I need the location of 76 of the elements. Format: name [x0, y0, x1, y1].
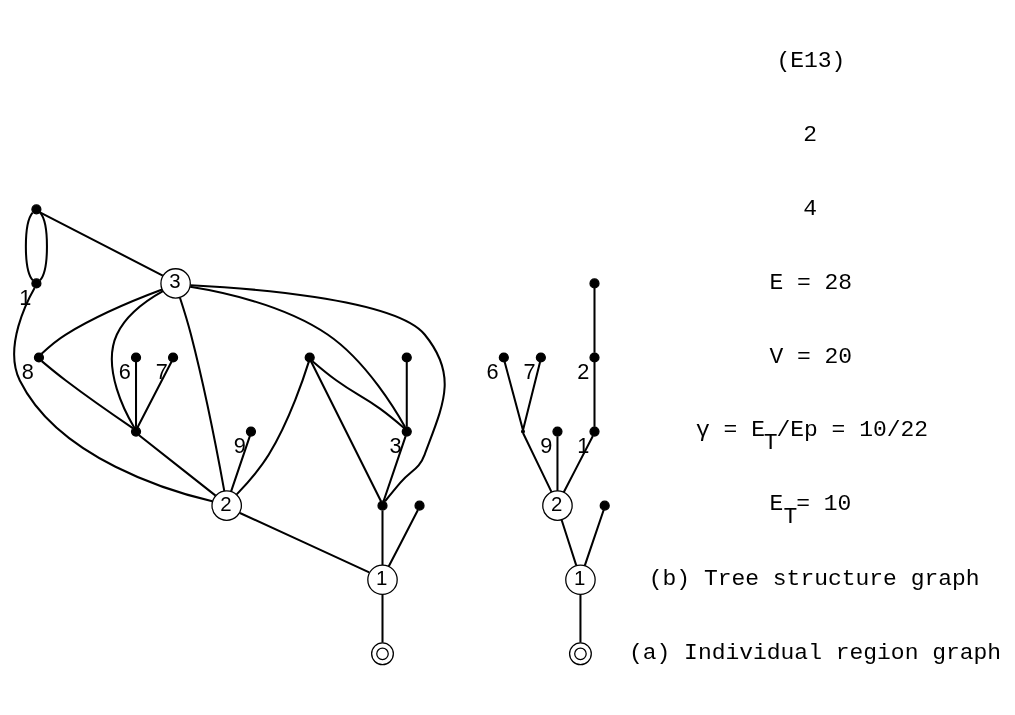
node-label: 6 — [486, 359, 499, 385]
connector — [235, 361, 310, 496]
connector — [387, 509, 419, 567]
node-dot — [551, 426, 563, 437]
node-dot — [498, 352, 509, 363]
connector — [405, 362, 408, 427]
node-dot — [130, 352, 141, 363]
node-dot — [588, 278, 600, 289]
connector — [382, 435, 407, 502]
connector — [521, 432, 552, 493]
node-point — [520, 429, 525, 434]
label: (E13) — [775, 47, 845, 74]
connector — [381, 510, 383, 565]
connector — [562, 435, 594, 493]
node-dot — [30, 278, 41, 289]
node-dot — [401, 352, 412, 363]
connector — [137, 434, 216, 497]
connector — [578, 594, 581, 643]
node-label: 8 — [21, 359, 34, 385]
connector — [189, 285, 406, 428]
connector — [189, 284, 446, 502]
node-label: 9 — [539, 433, 552, 459]
label: (b) Tree structure graph — [648, 566, 980, 593]
node-circle: 2 — [541, 490, 573, 521]
node-dot — [599, 500, 610, 511]
connector — [39, 211, 163, 277]
node-dot — [588, 352, 600, 363]
connector — [12, 287, 212, 503]
connector — [40, 360, 133, 429]
connector — [560, 519, 577, 566]
node-label: 6 — [118, 359, 131, 385]
connector — [583, 509, 605, 566]
node-circle: 2 — [210, 490, 242, 521]
label: 4 — [802, 195, 817, 222]
node-dot — [535, 352, 546, 363]
node-dot — [588, 426, 600, 437]
connector — [134, 362, 137, 427]
connector — [521, 361, 541, 431]
node-dot — [401, 426, 412, 437]
connector — [555, 436, 558, 491]
connector — [311, 360, 405, 429]
node-dot — [33, 352, 44, 363]
node-label: 7 — [155, 359, 168, 385]
node-dot — [167, 352, 178, 363]
node-dot — [130, 426, 141, 437]
node-bullseye — [370, 642, 394, 666]
connector — [24, 212, 34, 281]
connector — [229, 435, 251, 492]
node-dot — [376, 500, 388, 511]
node-bullseye — [568, 642, 592, 666]
connector — [381, 594, 383, 643]
node-label: 3 — [389, 433, 402, 459]
connector — [593, 362, 595, 427]
node-label: 7 — [523, 359, 536, 385]
connector — [593, 287, 595, 353]
node-circle: 1 — [366, 564, 398, 596]
connector — [239, 512, 370, 574]
node-label: 2 — [576, 359, 589, 385]
connector — [309, 361, 382, 502]
connector — [38, 212, 48, 281]
node-label: 9 — [233, 433, 246, 459]
connector — [503, 361, 524, 431]
node-circle: 1 — [564, 564, 596, 596]
node-circle: 3 — [159, 268, 191, 299]
node-dot — [413, 500, 425, 511]
connector — [40, 288, 163, 355]
label: (a) Individual region graph — [628, 640, 1001, 667]
label: V = 20 — [768, 344, 852, 371]
connector — [136, 361, 172, 428]
connector — [178, 297, 225, 492]
node-dot — [304, 352, 315, 363]
node-dot — [245, 426, 256, 437]
node-dot — [30, 204, 41, 215]
label: 2 — [802, 121, 817, 148]
connector — [110, 290, 163, 428]
label: E = 28 — [768, 270, 852, 297]
